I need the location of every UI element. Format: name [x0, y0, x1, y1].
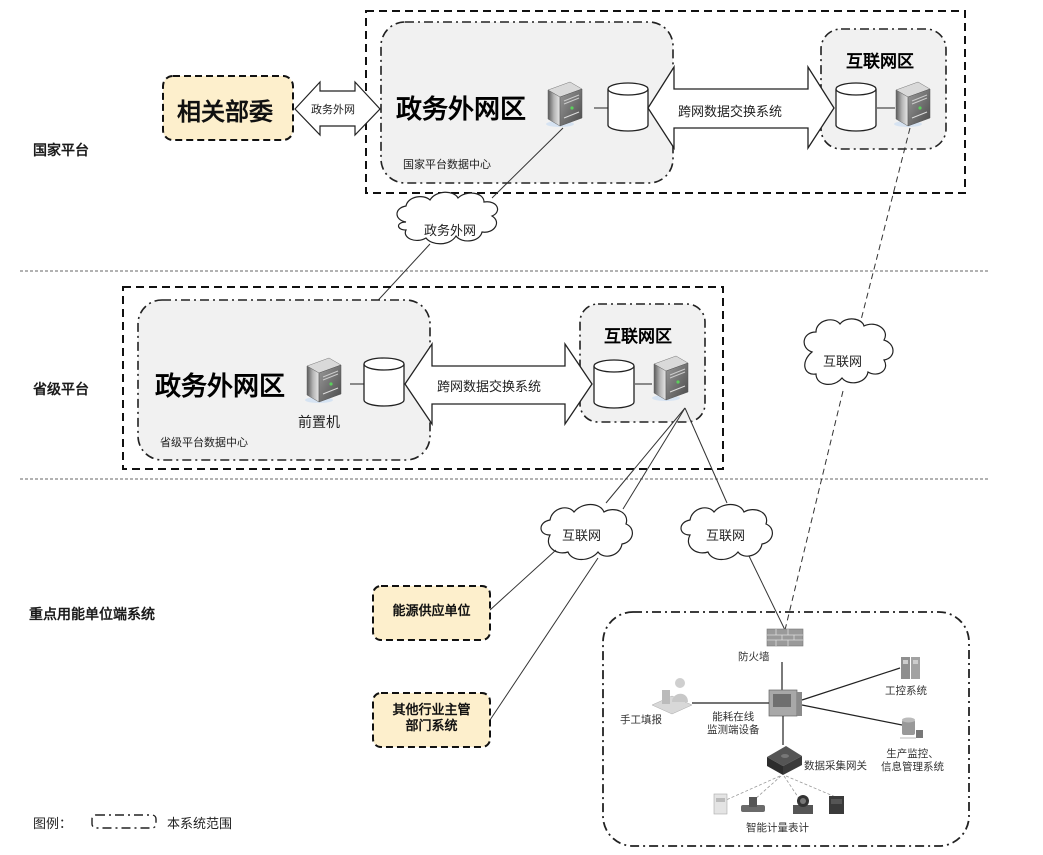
data-gateway-label: 数据采集网关	[804, 760, 867, 772]
related-ministries-label[interactable]: 相关部委	[177, 98, 273, 126]
energy-supply-box[interactable]	[372, 585, 491, 641]
internet-cloud-right	[803, 318, 894, 385]
production-system-label: 生产监控、 信息管理系统	[881, 748, 944, 774]
gov-extranet-cloud-label: 政务外网	[424, 224, 477, 239]
other-dept-label-line2: 部门系统	[405, 719, 458, 734]
national-exchange-label: 跨网数据交换系统	[678, 105, 783, 120]
tier-label-enterprise: 重点用能单位端系统	[29, 607, 155, 623]
internet-cloud-middle	[680, 503, 773, 561]
national-internet-db-icon	[835, 82, 877, 132]
other-dept-box[interactable]	[372, 692, 491, 748]
industrial-control-label: 工控系统	[885, 685, 927, 697]
legend-scope-sample	[91, 814, 157, 829]
production-system-label-line2: 信息管理系统	[881, 761, 944, 773]
legend-prefix: 图例：	[33, 817, 73, 832]
provincial-gov-db-icon	[363, 357, 405, 407]
front-server-label: 前置机	[298, 415, 340, 431]
internet-cloud-right-label: 互联网	[823, 355, 863, 370]
monitor-device-icon	[768, 689, 802, 717]
national-gov-zone-title: 政务外网区	[396, 95, 527, 125]
provincial-exchange-arrow	[404, 341, 593, 427]
gov-extranet-cloud	[396, 191, 499, 245]
internet-cloud-left-label: 互联网	[562, 529, 602, 544]
national-gov-db-icon	[607, 82, 649, 132]
internet-cloud-left	[540, 503, 633, 561]
provincial-gov-zone-caption: 省级平台数据中心	[160, 436, 248, 449]
firewall-icon	[766, 628, 804, 647]
firewall-label: 防火墙	[738, 651, 770, 663]
provincial-internet-zone-title: 互联网区	[604, 327, 672, 347]
heat-meter-icon	[829, 796, 844, 814]
water-meter-icon	[793, 795, 813, 814]
external-link-label: 政务外网	[311, 103, 355, 116]
provincial-internet-db-icon	[593, 359, 635, 409]
related-ministries-box[interactable]	[162, 75, 294, 141]
enterprise-scope-box	[602, 611, 970, 847]
provincial-scope-box	[122, 286, 724, 470]
legend-description: 本系统范围	[167, 817, 233, 832]
manual-entry-label: 手工填报	[620, 714, 662, 726]
other-dept-label-line1: 其他行业主管	[392, 703, 471, 718]
tier-label-national: 国家平台	[33, 143, 89, 159]
energy-supply-label[interactable]: 能源供应单位	[392, 604, 471, 619]
smart-meters-label: 智能计量表计	[746, 822, 809, 834]
flow-meter-icon	[741, 797, 765, 812]
provincial-exchange-label: 跨网数据交换系统	[437, 380, 542, 395]
production-system-label-line1: 生产监控、	[886, 748, 939, 760]
tier-label-provincial: 省级平台	[33, 382, 89, 398]
external-link-arrow	[294, 80, 381, 137]
national-gov-zone-caption: 国家平台数据中心	[403, 158, 491, 171]
provincial-gov-zone-title: 政务外网区	[155, 372, 286, 402]
other-dept-label[interactable]: 其他行业主管 部门系统	[373, 703, 490, 735]
national-internet-zone-title: 互联网区	[846, 52, 914, 72]
data-gateway-icon	[767, 746, 802, 775]
monitor-device-label: 能耗在线 监测端设备	[707, 711, 760, 737]
electric-meter-icon	[713, 793, 728, 815]
monitor-device-label-line2: 监测端设备	[707, 724, 760, 736]
monitor-device-label-line1: 能耗在线	[712, 711, 755, 723]
national-exchange-arrow	[647, 64, 835, 151]
production-system-icon	[900, 717, 923, 739]
industrial-control-icon	[901, 657, 920, 679]
manual-entry-icon	[651, 678, 693, 715]
internet-cloud-middle-label: 互联网	[706, 529, 746, 544]
